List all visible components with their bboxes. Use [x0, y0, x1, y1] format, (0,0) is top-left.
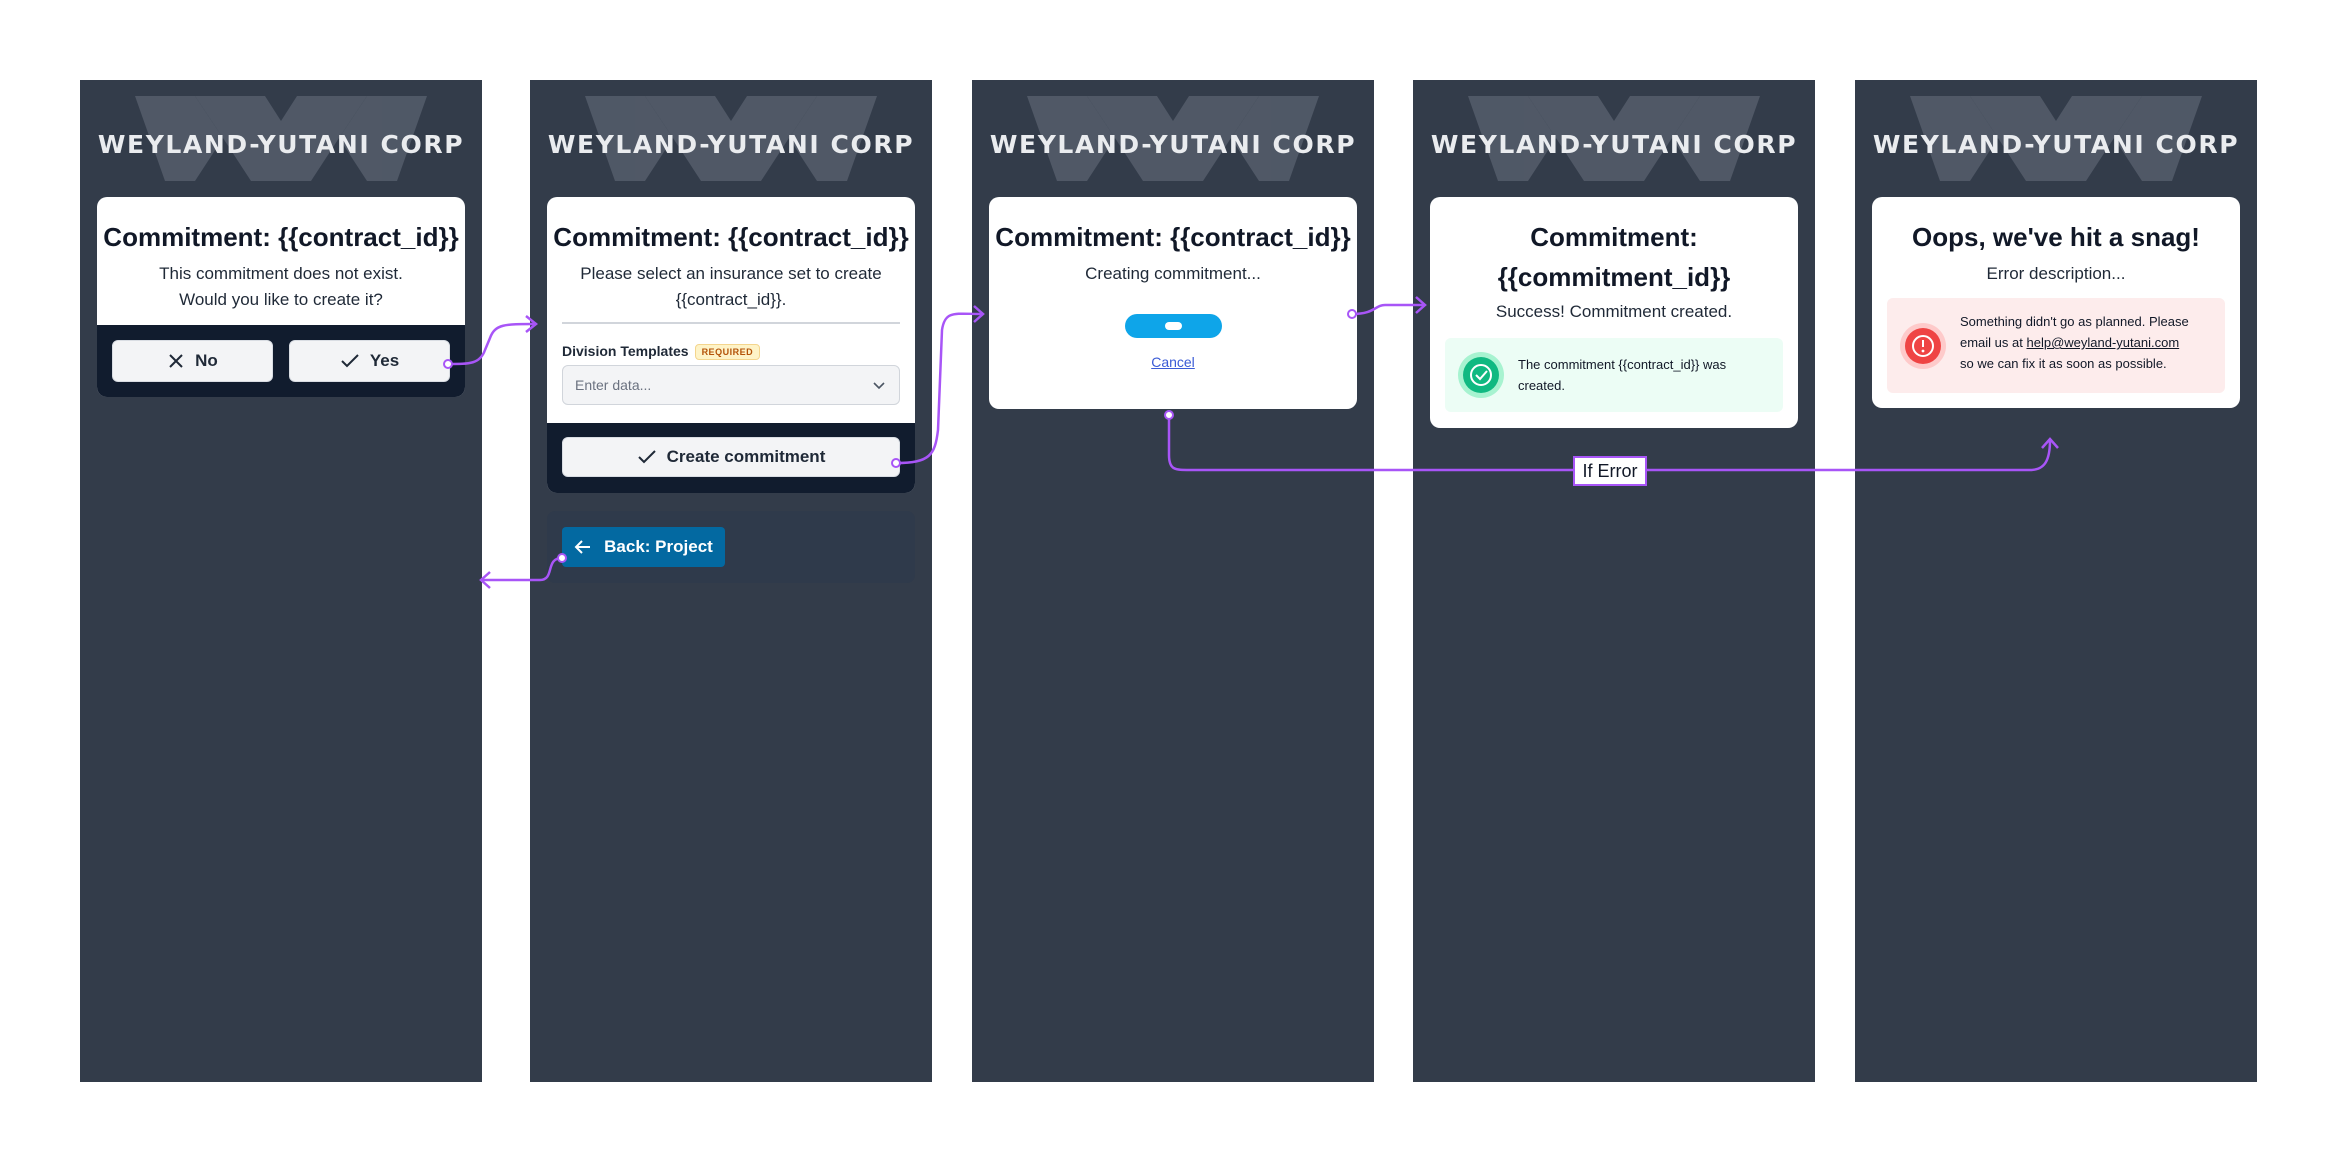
success-message: The commitment {{contract_id}} was creat…: [1518, 354, 1726, 396]
message-line-1: Please select an insurance set to create: [580, 264, 882, 283]
no-label: No: [195, 351, 218, 370]
division-templates-select[interactable]: Enter data...: [562, 365, 900, 405]
error-notice: Something didn't go as planned. Please e…: [1887, 298, 2225, 393]
message-line-2: {{contract_id}}.: [675, 290, 787, 309]
cancel-label: Cancel: [1151, 354, 1195, 370]
brand-name: WEYLAND-YUTANI CORP: [989, 130, 1357, 159]
brand-name: WEYLAND-YUTANI CORP: [97, 130, 465, 159]
creating-status: Creating commitment...: [1085, 264, 1261, 283]
brand-name: WEYLAND-YUTANI CORP: [547, 130, 915, 159]
success-status: Success! Commitment created.: [1495, 302, 1733, 321]
card-actions: Create commitment: [547, 423, 915, 493]
check-icon: [341, 354, 359, 368]
logo: WEYLAND-YUTANI CORP: [530, 96, 932, 181]
select-placeholder: Enter data...: [575, 377, 652, 393]
division-templates-field-label: Division Templates REQUIRED: [562, 343, 761, 361]
divider: [562, 322, 900, 324]
x-icon: [169, 354, 183, 368]
if-error-label: If Error: [1573, 456, 1647, 486]
logo: WEYLAND-YUTANI CORP: [1413, 96, 1815, 181]
screen-select-insurance: WEYLAND-YUTANI CORP Commitment: {{contra…: [530, 80, 932, 1082]
creating-card: Commitment: {{contract_id}} Creating com…: [989, 197, 1357, 409]
logo-mark-icon: [135, 96, 427, 181]
cancel-link[interactable]: Cancel: [989, 354, 1357, 372]
logo-mark-icon: [1910, 96, 2202, 181]
brand-name: WEYLAND-YUTANI CORP: [1430, 130, 1798, 159]
card-title: Commitment: {{contract_id}}: [553, 222, 909, 252]
logo: WEYLAND-YUTANI CORP: [972, 96, 1374, 181]
logo-mark-icon: [1027, 96, 1319, 181]
flow-arrow-back: [482, 556, 563, 582]
back-bar: Back: Project: [547, 511, 915, 583]
logo-mark-icon: [1468, 96, 1760, 181]
screen-creating: WEYLAND-YUTANI CORP Commitment: {{contra…: [972, 80, 1374, 1082]
error-message-line-3: so we can fix it as soon as possible.: [1960, 356, 2167, 371]
logo: WEYLAND-YUTANI CORP: [80, 96, 482, 181]
support-email-link[interactable]: help@weyland-yutani.com: [2026, 335, 2180, 350]
error-message-line-2: email us at help@weyland-yutani.com: [1960, 332, 2189, 353]
error-message: Something didn't go as planned. Please e…: [1960, 311, 2189, 374]
loading-spinner: [1125, 314, 1222, 338]
logo-mark-icon: [585, 96, 877, 181]
insurance-card: Commitment: {{contract_id}} Please selec…: [547, 197, 915, 493]
flow-arrow-error: [1167, 415, 2052, 472]
screen-confirm-create: WEYLAND-YUTANI CORP Commitment: {{contra…: [80, 80, 482, 1082]
card-title: Commitment: {{contract_id}}: [995, 222, 1351, 252]
card-title-line-2: {{commitment_id}}: [1497, 262, 1731, 292]
message-line-1: This commitment does not exist.: [159, 264, 403, 283]
flow-arrow-yes: [447, 322, 536, 366]
success-notice: The commitment {{contract_id}} was creat…: [1445, 338, 1783, 412]
back-project-label: Back: Project: [604, 537, 713, 556]
no-button[interactable]: No: [112, 340, 273, 382]
success-message-line-1: The commitment {{contract_id}} was: [1518, 357, 1727, 372]
card-title: Oops, we've hit a snag!: [1912, 222, 2200, 252]
screen-error: WEYLAND-YUTANI CORP Oops, we've hit a sn…: [1855, 80, 2257, 1082]
create-commitment-button[interactable]: Create commitment: [562, 437, 900, 477]
arrow-left-icon: [574, 540, 591, 554]
message-line-2: Would you like to create it?: [179, 290, 383, 309]
back-project-button[interactable]: Back: Project: [562, 527, 725, 567]
error-email-prefix: email us at: [1960, 335, 2027, 350]
alert-circle-icon: [1900, 323, 1946, 369]
success-card: Commitment: {{commitment_id}} Success! C…: [1430, 197, 1798, 428]
field-label: Division Templates: [562, 343, 689, 359]
success-message-line-2: created.: [1518, 378, 1565, 393]
required-badge: REQUIRED: [694, 343, 761, 360]
check-circle-icon: [1458, 352, 1504, 398]
card-actions: No Yes: [97, 325, 465, 397]
flow-arrow-create: [895, 312, 983, 465]
confirm-card: Commitment: {{contract_id}} This commitm…: [97, 197, 465, 397]
flow-arrow-success: [1351, 303, 1424, 316]
error-description: Error description...: [1986, 264, 2126, 283]
check-icon: [637, 450, 656, 464]
create-commitment-label: Create commitment: [666, 447, 826, 466]
error-card: Oops, we've hit a snag! Error descriptio…: [1872, 197, 2240, 408]
screen-success: WEYLAND-YUTANI CORP Commitment: {{commit…: [1413, 80, 1815, 1082]
chevron-down-icon: [873, 382, 885, 390]
card-title-line-1: Commitment:: [1530, 222, 1698, 252]
brand-name: WEYLAND-YUTANI CORP: [1872, 130, 2240, 159]
yes-label: Yes: [369, 351, 400, 370]
logo: WEYLAND-YUTANI CORP: [1855, 96, 2257, 181]
error-message-line-1: Something didn't go as planned. Please: [1960, 314, 2189, 329]
card-title: Commitment: {{contract_id}}: [103, 222, 459, 252]
yes-button[interactable]: Yes: [289, 340, 450, 382]
